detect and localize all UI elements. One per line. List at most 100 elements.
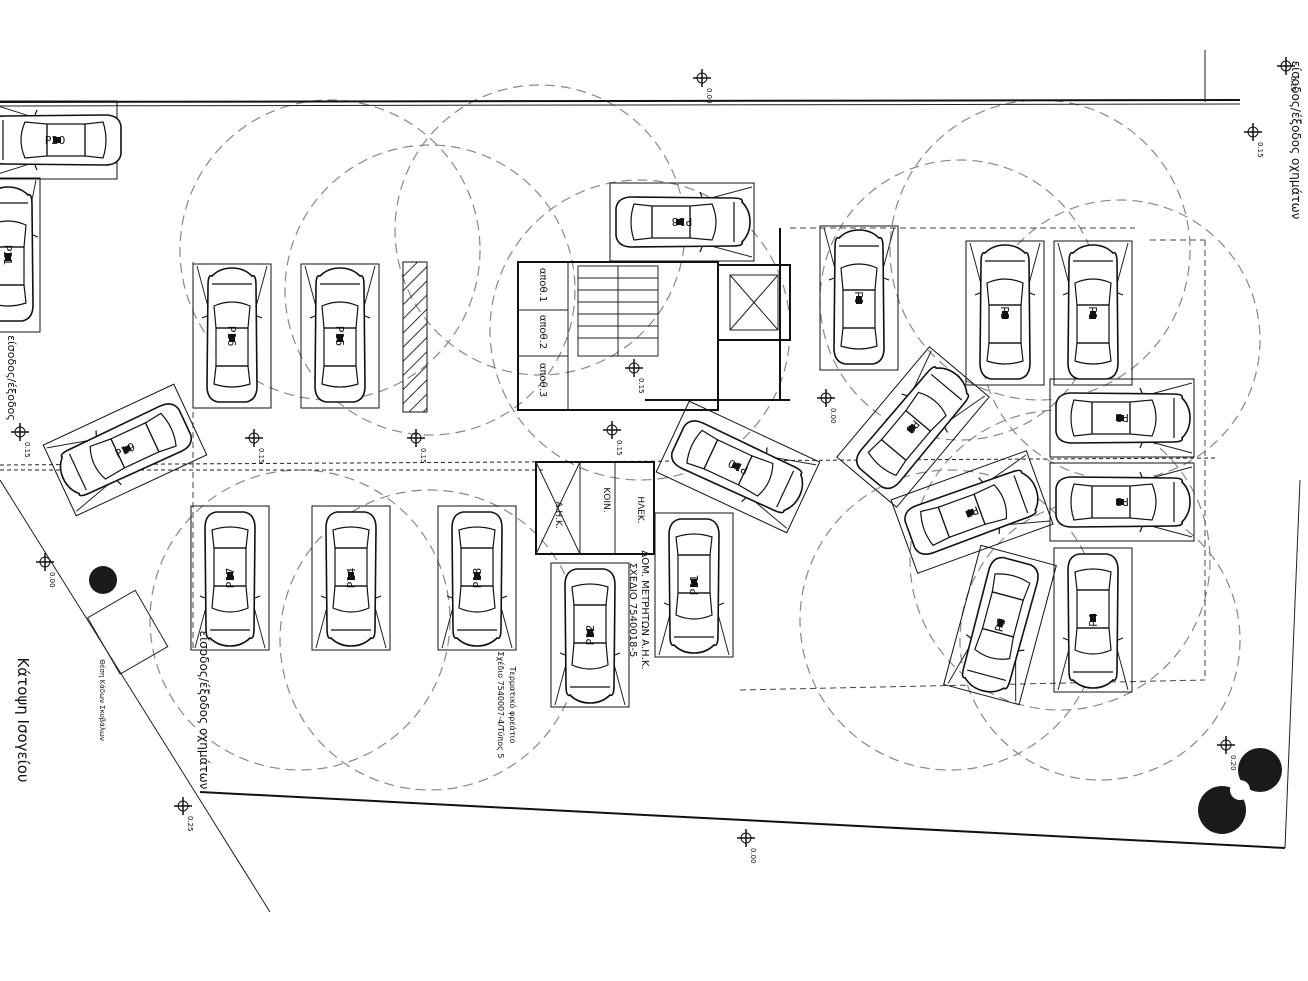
- bay-outline: [42, 383, 208, 517]
- building-core: [517, 228, 791, 555]
- level-marker-top-center: 0.00: [693, 69, 713, 104]
- parking-space-label: P15: [333, 326, 346, 347]
- storage-2-label: αποθ.2: [537, 315, 548, 349]
- parking-space-p7: P7: [890, 450, 1054, 574]
- level-value: 0.15: [257, 448, 265, 464]
- bay-outline: [300, 263, 380, 409]
- parking-space-p16: P16: [192, 263, 272, 409]
- bay-outline: [890, 450, 1054, 574]
- parking-space-label: P9: [852, 291, 865, 305]
- level-marker-row-mid-2: 0.15: [407, 429, 427, 464]
- level-value: 0.00: [705, 88, 713, 104]
- parking-bays: P1P2P3P4P5P6P7P8P9P10P11P12P13P14P15P16P…: [0, 100, 1195, 708]
- parking-space-label: P21: [1, 245, 14, 266]
- entry-exit-bottom-left: είσοδος/έξοδος οχημάτων: [197, 631, 211, 790]
- parking-space-p10: P10: [655, 400, 821, 534]
- parking-space-label: P18: [672, 215, 693, 228]
- level-value: 0.25: [186, 816, 194, 832]
- parking-space-p18: P18: [609, 182, 755, 262]
- bay-outline: [1049, 462, 1195, 542]
- parking-space-label: P4: [1087, 613, 1100, 627]
- parking-space-p11: P11: [654, 512, 734, 658]
- street-name: Κάτοψη Ισογείου: [14, 657, 32, 782]
- bay-outline: [1049, 378, 1195, 458]
- parking-space-label: P7: [963, 503, 980, 520]
- parking-space-p3: P3: [1049, 462, 1195, 542]
- level-value: 0.15: [23, 442, 31, 458]
- bay-outline: [190, 505, 270, 651]
- level-marker-cross: [1277, 57, 1295, 75]
- parking-space-label: P12: [584, 625, 597, 646]
- bay-outline: [965, 240, 1045, 386]
- parking-space-p20: P20: [0, 100, 122, 180]
- parking-space-p17: P17: [190, 505, 270, 651]
- svg-text:είσοδος/έξοδος οχημάτων: είσοδος/έξοδος οχημάτων: [197, 631, 211, 790]
- parking-space-label: P13: [471, 568, 484, 589]
- level-marker-cross: [407, 429, 425, 447]
- level-markers: 0.00 0.15 0.15 0.15 0.15 0.15 0.15 0.15 0.00 0.20…: [11, 57, 1297, 864]
- level-marker-cross: [11, 423, 29, 441]
- level-marker-lobby: 0.15: [625, 359, 645, 394]
- parking-space-p6: P6: [943, 544, 1057, 706]
- bay-outline: [943, 544, 1057, 706]
- level-marker-cross: [693, 69, 711, 87]
- bay-outline: [1053, 547, 1133, 693]
- parking-space-p14: P14: [311, 505, 391, 651]
- pillar-note-2: Σχέδιο 7540007-4/Τύπος 5: [496, 652, 506, 759]
- bay-outline: [0, 177, 41, 333]
- level-value: 0.15: [419, 448, 427, 464]
- level-marker-cross: [36, 553, 54, 571]
- parking-space-p4: P4: [1053, 547, 1133, 693]
- level-marker-top-right-entry: 0.15: [1244, 123, 1264, 158]
- parking-space-p8: P8: [836, 346, 990, 508]
- level-marker-cross: [737, 829, 755, 847]
- level-marker-cross: [174, 797, 192, 815]
- bay-outline: [1053, 240, 1133, 386]
- bay-outline: [311, 505, 391, 651]
- level-marker-cross: [625, 359, 643, 377]
- parking-space-p12: P12: [550, 562, 630, 708]
- level-marker-top-right-corner: 0.15: [1277, 57, 1297, 92]
- parking-space-label: P11: [688, 575, 701, 596]
- parking-space-label: P17: [224, 568, 237, 589]
- level-marker-right-side: 0.00: [817, 389, 837, 424]
- parking-space-p19: P19: [42, 383, 208, 517]
- meter-note-1: ΔΟΜ. ΜΕΤΡΗΤΩΝ Α.Η.Κ.: [639, 550, 650, 669]
- storage-1-label: αποθ.1: [537, 268, 548, 302]
- parking-space-p1: P1: [1053, 240, 1133, 386]
- level-value: 0.00: [48, 572, 56, 588]
- bay-outline: [550, 562, 630, 708]
- level-marker-left-entry: 0.15: [11, 423, 31, 458]
- level-value: 0.00: [749, 848, 757, 864]
- level-marker-bottom-left: 0.25: [174, 797, 194, 832]
- level-marker-cross: [245, 429, 263, 447]
- level-marker-bottom-center: 0.00: [737, 829, 757, 864]
- level-marker-stair: 0.15: [603, 421, 623, 456]
- koin-label: ΚΟΙΝ.: [601, 487, 611, 512]
- parking-space-label: P20: [45, 134, 66, 147]
- stair: [577, 265, 659, 357]
- parking-space-p21: P21: [0, 177, 41, 333]
- parking-space-p5: P5: [965, 240, 1045, 386]
- tree-icon: [89, 566, 1282, 834]
- ahk-label: Α.Η.Κ.: [553, 501, 563, 528]
- level-value: 0.00: [829, 408, 837, 424]
- parking-space-label: P6: [992, 617, 1008, 634]
- bin-area: [86, 589, 169, 675]
- bay-outline: [819, 225, 899, 371]
- level-marker-bottom-right: 0.20: [1217, 736, 1237, 771]
- level-marker-cross: [603, 421, 621, 439]
- bay-outline: [192, 263, 272, 409]
- parking-space-p9: P9: [819, 225, 899, 371]
- bay-outline: [655, 400, 821, 534]
- bay-outline: [609, 182, 755, 262]
- level-marker-cross: [1217, 736, 1235, 754]
- parking-space-p15: P15: [300, 263, 380, 409]
- storage-3-label: αποθ.3: [537, 363, 548, 397]
- parking-space-label: P1: [1086, 306, 1099, 320]
- pillar-note-1: Τερματικό φρεάτιο: [508, 666, 518, 744]
- entry-exit-top-right: είσοδος/έξοδος οχημάτων: [1289, 61, 1303, 220]
- entry-exit-left: είσοδος/έξοδος: [5, 335, 18, 421]
- level-value: 0.15: [1289, 76, 1297, 92]
